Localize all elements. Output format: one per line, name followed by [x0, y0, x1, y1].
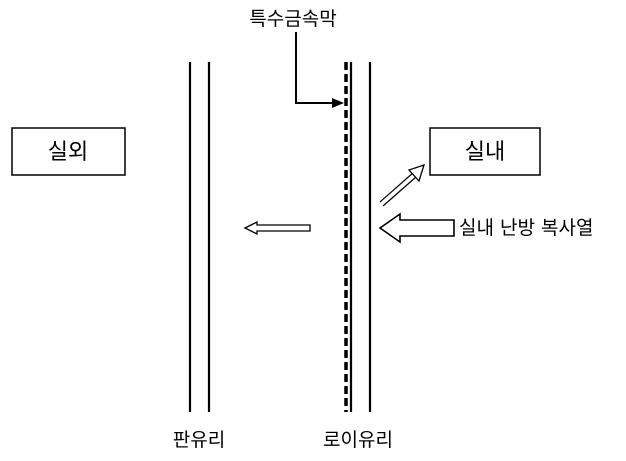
- outdoor-label: 실외: [48, 140, 88, 165]
- low-e-glass-label: 로이유리: [323, 429, 393, 451]
- plain-glass-pane: [188, 62, 211, 412]
- coating-leader-line: [295, 32, 333, 104]
- coating-label: 특수금속막: [249, 8, 336, 30]
- coating-leader-arrowhead: [332, 98, 344, 108]
- outdoor-box: 실외: [11, 127, 126, 176]
- indoor-heat-label: 실내 난방 복사열: [459, 217, 593, 239]
- plain-glass-label: 판유리: [173, 429, 225, 451]
- low-e-glass-pane: [344, 62, 372, 412]
- transmitted-heat-arrow: [243, 220, 311, 236]
- reflected-heat-arrow: [379, 163, 425, 207]
- indoor-label: 실내: [465, 140, 505, 165]
- indoor-box: 실내: [429, 127, 541, 176]
- indoor-heat-arrow: [378, 212, 455, 244]
